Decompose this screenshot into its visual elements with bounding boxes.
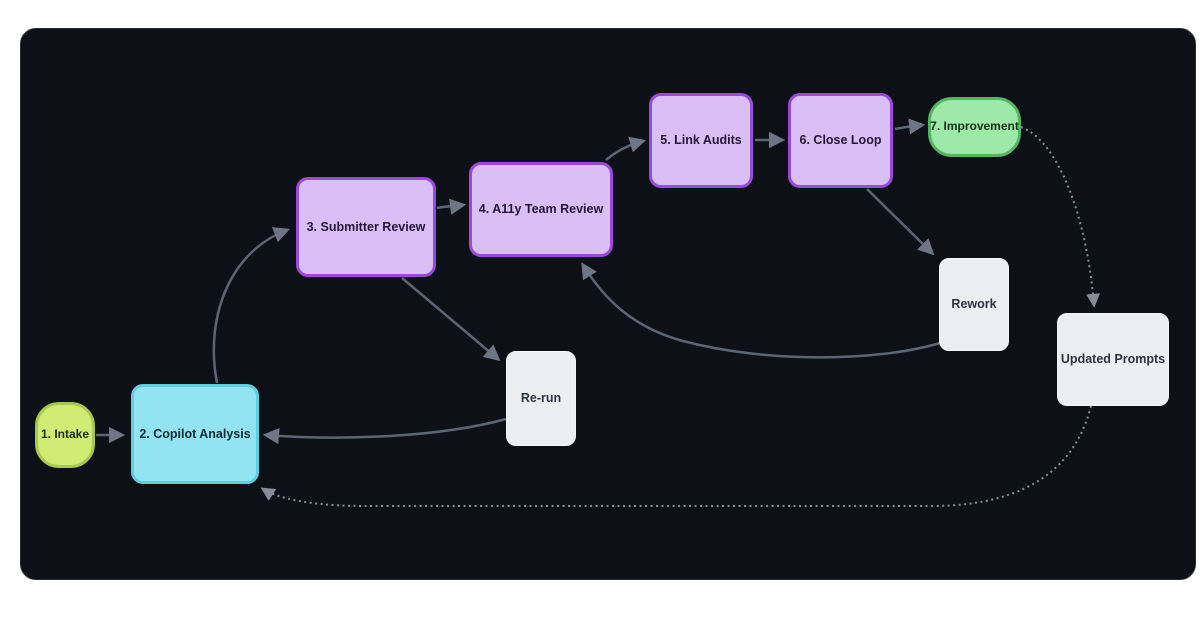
edge-closeloop-rework xyxy=(866,188,935,256)
node-link-audits: 5. Link Audits xyxy=(649,93,753,188)
edge-layer xyxy=(96,118,1101,507)
node-improvement: 7. Improvement xyxy=(928,97,1021,157)
node-updated-prompts-label: Updated Prompts xyxy=(1060,352,1166,367)
node-submitter-review: 3. Submitter Review xyxy=(296,177,436,277)
node-rerun: Re-run xyxy=(506,351,576,446)
node-copilot-analysis-label: 2. Copilot Analysis xyxy=(139,426,251,441)
node-close-loop-label: 6. Close Loop xyxy=(799,133,882,148)
edge-rerun-copilot xyxy=(262,417,507,445)
node-improvement-label: 7. Improvement xyxy=(930,119,1019,134)
node-rerun-label: Re-run xyxy=(520,391,562,406)
edge-a11y-linkaudits xyxy=(605,136,647,161)
node-close-loop: 6. Close Loop xyxy=(788,93,893,188)
edge-copilot-submitter xyxy=(212,227,291,384)
node-rework: Rework xyxy=(939,258,1009,351)
flowchart-canvas: 1. Intake 2. Copilot Analysis 3. Submitt… xyxy=(20,28,1196,580)
node-rework-label: Rework xyxy=(951,297,997,312)
node-intake-label: 1. Intake xyxy=(40,427,90,442)
node-copilot-analysis: 2. Copilot Analysis xyxy=(131,384,259,484)
edge-updated-copilot xyxy=(260,405,1092,507)
node-a11y-team-review-label: 4. A11y Team Review xyxy=(478,202,604,217)
node-link-audits-label: 5. Link Audits xyxy=(660,133,742,148)
edge-improvement-updated xyxy=(1020,126,1101,308)
edge-rework-a11y xyxy=(581,262,941,359)
edge-submitter-a11y xyxy=(436,198,467,215)
edge-closeloop-improvement xyxy=(894,118,926,135)
node-a11y-team-review: 4. A11y Team Review xyxy=(469,162,613,257)
node-updated-prompts: Updated Prompts xyxy=(1057,313,1169,406)
node-submitter-review-label: 3. Submitter Review xyxy=(306,219,426,234)
node-intake: 1. Intake xyxy=(35,402,95,468)
edge-submitter-rerun xyxy=(401,277,501,362)
